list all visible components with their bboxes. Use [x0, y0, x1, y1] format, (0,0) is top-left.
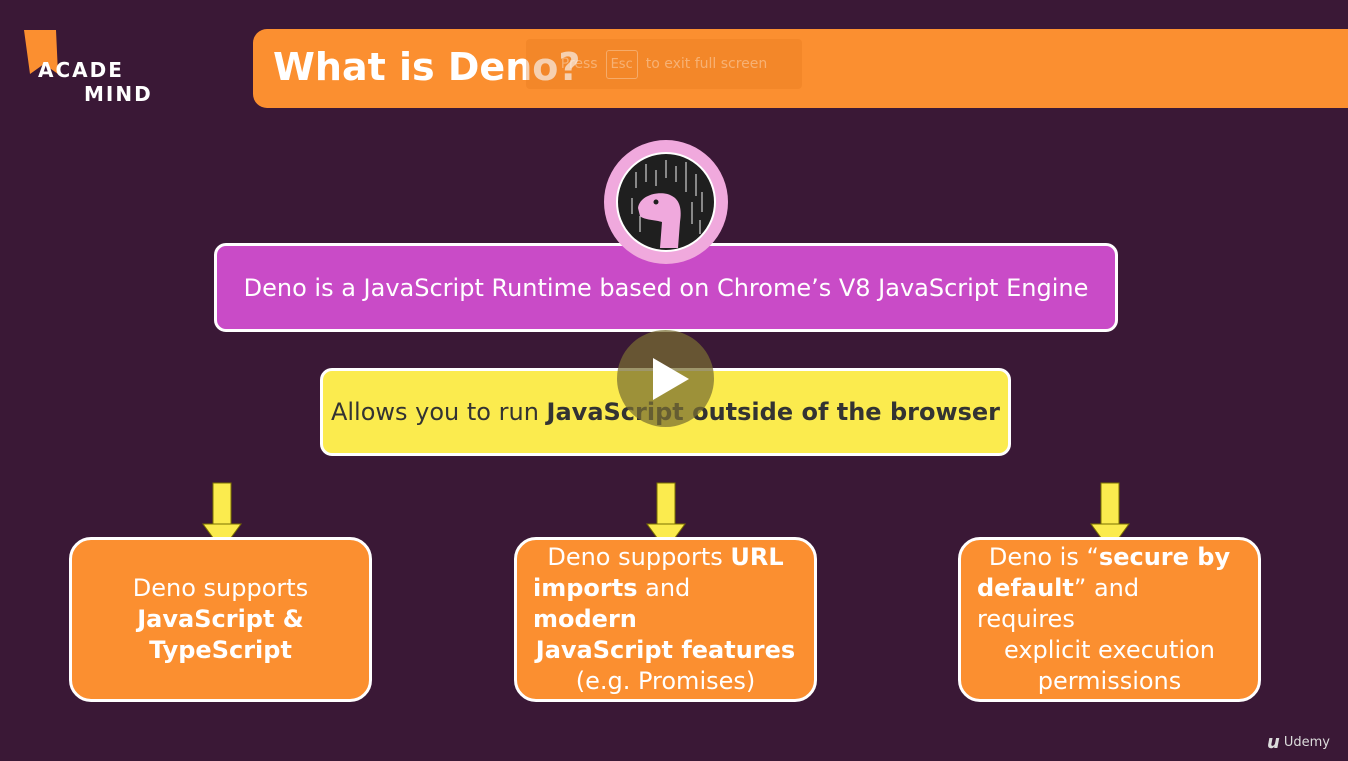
video-play-button[interactable]: [617, 330, 714, 427]
feature-card-security: Deno is “secure by default” and requires…: [958, 537, 1261, 702]
deno-dinosaur-icon: [616, 152, 716, 252]
card-text-bold: modern: [533, 605, 637, 633]
card-text-bold: JavaScript &: [137, 605, 304, 633]
card-text: and: [637, 574, 691, 602]
card-text-bold: TypeScript: [149, 636, 292, 664]
card-text-bold: URL: [730, 543, 784, 571]
card-text: permissions: [1037, 667, 1182, 695]
card-text-bold: JavaScript features: [535, 636, 796, 664]
logo-line-1: ACADE: [38, 58, 124, 82]
card-line: default” and requires: [977, 573, 1242, 635]
fullscreen-exit-hint: Press Esc to exit full screen: [526, 39, 802, 89]
card-text-bold: default: [977, 574, 1074, 602]
card-line: Deno supports: [133, 573, 308, 604]
logo-wordmark: ACADE MIND: [38, 58, 153, 106]
card-text: (e.g. Promises): [575, 667, 756, 695]
slide-title: What is Deno?: [273, 45, 581, 89]
card-line: (e.g. Promises): [576, 666, 756, 697]
feature-card-url-imports: Deno supports URL imports and modern Jav…: [514, 537, 817, 702]
card-line: Deno is “secure by: [989, 542, 1230, 573]
hint-message: to exit full screen: [645, 56, 768, 72]
academind-logo: ACADE MIND: [22, 28, 162, 108]
card-text-bold: secure by: [1098, 543, 1231, 571]
play-icon: [653, 358, 689, 400]
card-line: permissions: [1038, 666, 1182, 697]
card-line: Deno supports URL: [547, 542, 783, 573]
main-point-bold: JavaScript outside of the browser: [546, 398, 1001, 426]
card-text-bold: imports: [533, 574, 638, 602]
udemy-logo-icon: u: [1267, 732, 1280, 753]
card-line: imports and modern: [533, 573, 798, 635]
udemy-watermark: u Udemy: [1267, 732, 1330, 753]
card-line: JavaScript features: [536, 635, 795, 666]
deno-logo: [604, 140, 728, 264]
logo-line-2: MIND: [84, 82, 153, 106]
card-line: explicit execution: [1004, 635, 1215, 666]
card-line: TypeScript: [149, 635, 292, 666]
slide-title-bar: What is Deno? Press Esc to exit full scr…: [253, 29, 1348, 108]
esc-key: Esc: [605, 49, 638, 79]
card-text: Deno supports: [132, 574, 309, 602]
card-line: JavaScript &: [137, 604, 303, 635]
main-point-prefix: Allows you to run: [330, 398, 539, 426]
card-text: ” and requires: [977, 574, 1140, 633]
card-text: explicit execution: [1004, 636, 1215, 664]
udemy-label: Udemy: [1283, 735, 1330, 750]
academind-logo-icon: [24, 30, 58, 74]
card-text: Deno supports: [547, 543, 731, 571]
card-text: Deno is “: [988, 543, 1099, 571]
definition-text: Deno is a JavaScript Runtime based on Ch…: [243, 273, 1089, 302]
hint-press: Press: [560, 56, 598, 72]
feature-card-languages: Deno supports JavaScript & TypeScript: [69, 537, 372, 702]
